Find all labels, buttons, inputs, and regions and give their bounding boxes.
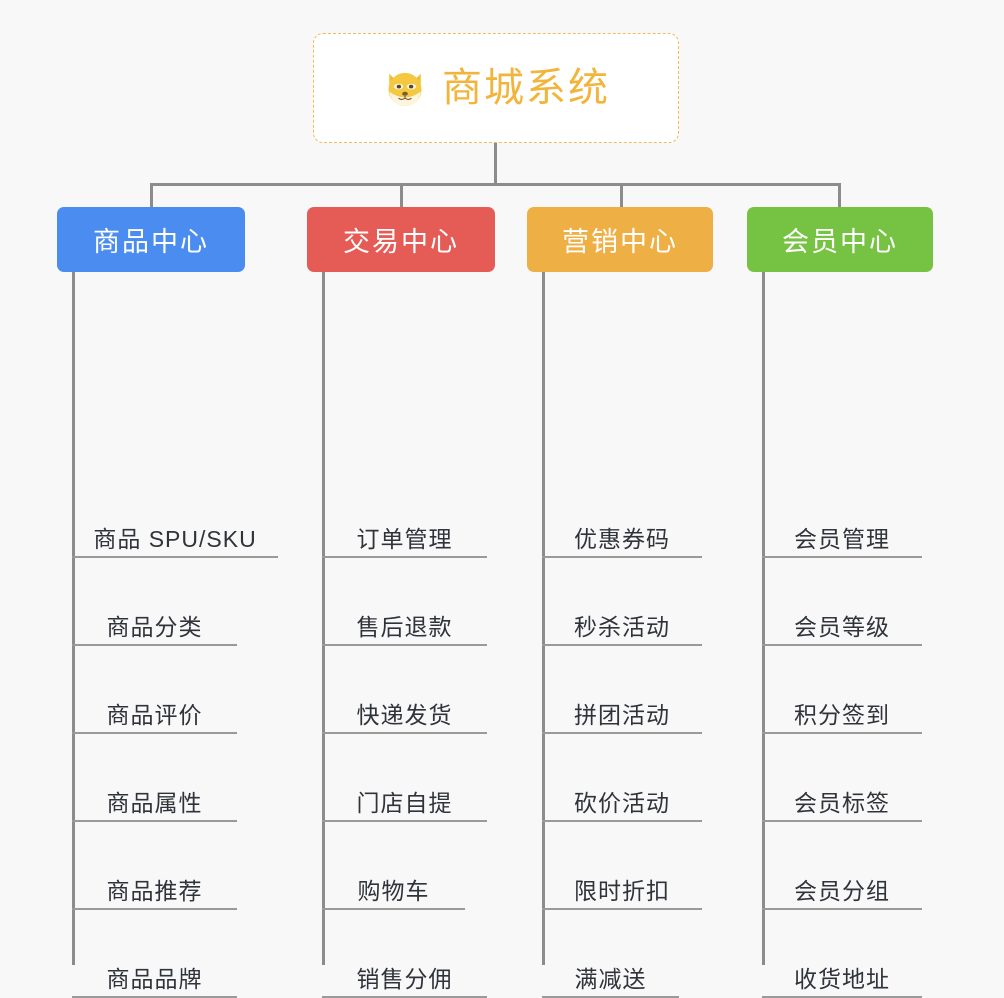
category-header-1-label: 商品中心: [93, 227, 209, 257]
connector-drop-3: [620, 183, 623, 209]
category-header-1[interactable]: 商品中心: [57, 207, 245, 272]
leaf-item[interactable]: 售后退款: [322, 558, 487, 646]
category-header-2[interactable]: 交易中心: [307, 207, 495, 272]
root-title: 商城系统: [442, 66, 610, 110]
leaf-item[interactable]: 收货地址: [762, 910, 922, 998]
leaf-label: 商品 SPU/SKU: [93, 525, 257, 552]
leaf-label: 优惠券码: [574, 525, 670, 552]
leaf-label: 秒杀活动: [574, 613, 670, 640]
leaf-item[interactable]: 拼团活动: [542, 646, 702, 734]
leaf-item[interactable]: 会员管理: [762, 470, 922, 558]
root-node-mall-system[interactable]: 商城系统: [313, 33, 679, 143]
leaf-label: 会员标签: [794, 789, 890, 816]
leaf-label: 收货地址: [794, 965, 890, 992]
leaf-item[interactable]: 商品品牌: [72, 910, 237, 998]
leaf-label: 会员分组: [794, 877, 890, 904]
leaf-item[interactable]: 会员等级: [762, 558, 922, 646]
leaf-item[interactable]: 商品 SPU/SKU: [72, 470, 278, 558]
leaf-item[interactable]: 会员分组: [762, 822, 922, 910]
leaf-label: 售后退款: [356, 613, 453, 640]
leaf-item[interactable]: 满减送: [542, 910, 679, 998]
leaf-label: 商品属性: [106, 789, 203, 816]
category-header-4[interactable]: 会员中心: [747, 207, 933, 272]
leaf-item[interactable]: 商品分类: [72, 558, 237, 646]
mindmap-canvas: 商城系统 商品中心 商品 SPU/SKU 商品分类 商品评价 商品属性 商品推荐…: [57, 33, 933, 998]
leaf-item[interactable]: 订单管理: [322, 470, 487, 558]
connector-root-stem: [494, 143, 497, 185]
leaf-label: 会员等级: [794, 613, 890, 640]
leaf-label: 快递发货: [356, 701, 453, 728]
connector-drop-1: [150, 183, 153, 209]
connector-drop-4: [838, 183, 841, 209]
leaf-item[interactable]: 优惠券码: [542, 470, 702, 558]
category-header-3-label: 营销中心: [562, 227, 678, 257]
leaf-item[interactable]: 限时折扣: [542, 822, 702, 910]
column-1-spine: [72, 272, 75, 965]
leaf-item[interactable]: 商品推荐: [72, 822, 237, 910]
leaf-item[interactable]: 商品评价: [72, 646, 237, 734]
category-header-4-label: 会员中心: [782, 227, 898, 257]
leaf-label: 限时折扣: [574, 877, 670, 904]
category-header-2-label: 交易中心: [343, 227, 459, 257]
column-4-spine: [762, 272, 765, 965]
connector-horizontal-bus: [150, 183, 840, 186]
leaf-label: 会员管理: [794, 525, 890, 552]
leaf-item[interactable]: 积分签到: [762, 646, 922, 734]
leaf-label: 商品分类: [106, 613, 203, 640]
leaf-label: 砍价活动: [574, 789, 670, 816]
leaf-item[interactable]: 销售分佣: [322, 910, 487, 998]
leaf-label: 购物车: [357, 877, 430, 904]
column-3-spine: [542, 272, 545, 965]
leaf-label: 商品评价: [106, 701, 203, 728]
leaf-label: 满减送: [574, 965, 647, 992]
leaf-label: 商品推荐: [106, 877, 203, 904]
leaf-item[interactable]: 秒杀活动: [542, 558, 702, 646]
leaf-label: 门店自提: [356, 789, 453, 816]
leaf-label: 积分签到: [794, 701, 890, 728]
leaf-label: 商品品牌: [106, 965, 203, 992]
shiba-dog-face-icon: [382, 65, 428, 111]
leaf-label: 销售分佣: [356, 965, 453, 992]
leaf-item[interactable]: 商品属性: [72, 734, 237, 822]
column-2-spine: [322, 272, 325, 965]
leaf-item[interactable]: 快递发货: [322, 646, 487, 734]
leaf-label: 拼团活动: [574, 701, 670, 728]
leaf-item[interactable]: 会员标签: [762, 734, 922, 822]
category-header-3[interactable]: 营销中心: [527, 207, 713, 272]
leaf-item[interactable]: 购物车: [322, 822, 465, 910]
leaf-item[interactable]: 砍价活动: [542, 734, 702, 822]
connector-drop-2: [400, 183, 403, 209]
leaf-item[interactable]: 门店自提: [322, 734, 487, 822]
leaf-label: 订单管理: [356, 525, 453, 552]
